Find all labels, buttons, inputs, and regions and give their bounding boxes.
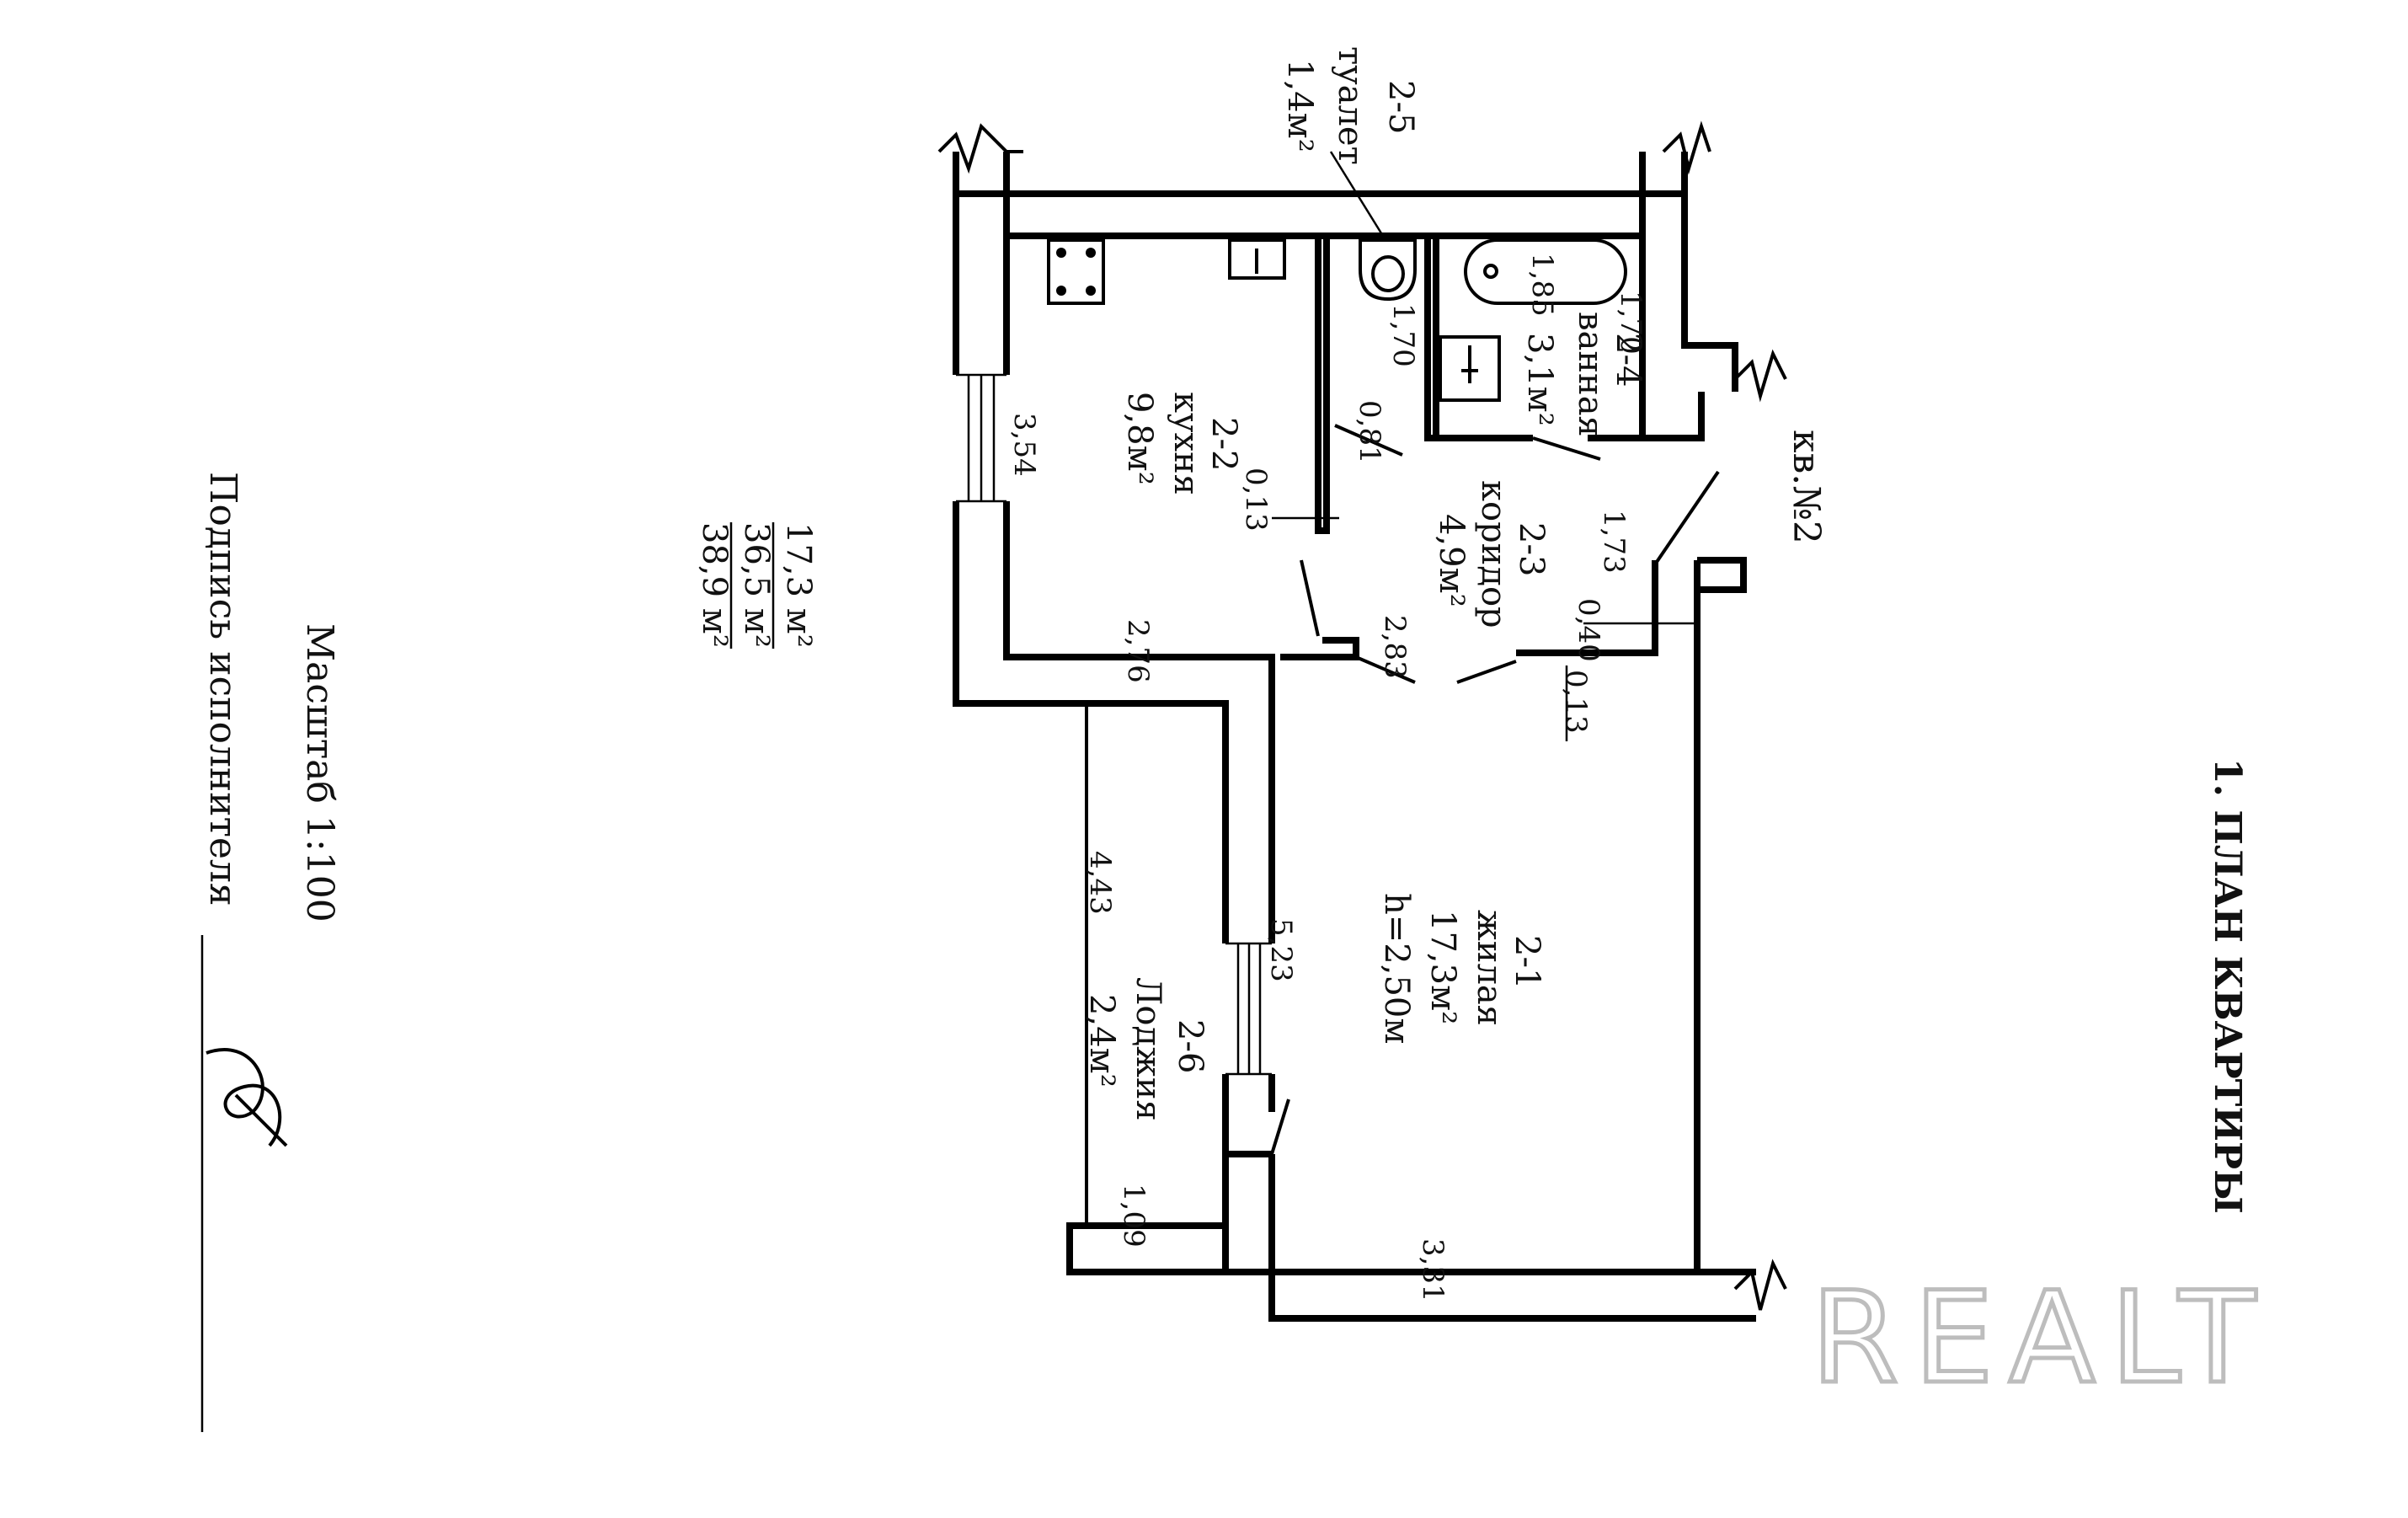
- loggia-id: 2-6: [1171, 1019, 1209, 1073]
- living-id: 2-1: [1508, 935, 1546, 989]
- area-total-full: 38,9 м²: [695, 522, 734, 648]
- toilet-fixture: [1359, 238, 1417, 302]
- kitchen-depth-dim: 3,54: [1007, 413, 1041, 477]
- wall-offset-dim: 0,40: [1572, 598, 1605, 662]
- toilet-name: туалет: [1331, 46, 1370, 165]
- living-area: 17,3м²: [1423, 910, 1462, 1024]
- plan-title-rotated: 1. ПЛАН КВАРТИРЫ: [2206, 758, 2249, 1214]
- partition-dim: 0,13: [1239, 468, 1273, 532]
- area-total-main: 36,5 м²: [737, 522, 776, 648]
- kitchen-area: 9,8м²: [1120, 392, 1159, 485]
- loggia-length-dim: 4,43: [1083, 851, 1117, 915]
- exterior-walls: [953, 152, 1756, 1322]
- apartment-label: кв.№2: [1785, 430, 1828, 544]
- bath-area: 3,1м²: [1520, 333, 1559, 426]
- kitchen-name: кухня: [1167, 392, 1205, 495]
- living-height: h=2,50м: [1377, 893, 1416, 1044]
- corridor-id: 2-3: [1512, 522, 1551, 576]
- loggia-area: 2,4м²: [1082, 994, 1121, 1088]
- bath-width-dim: 1,70: [1614, 291, 1647, 355]
- watermark: REALT: [1811, 1265, 2271, 1412]
- living-length-dim: 5,23: [1264, 918, 1298, 982]
- kitchen-stove: [1047, 238, 1105, 305]
- wc-depth-dim: 0,81: [1353, 400, 1386, 464]
- kitchen-width-dim: 2,76: [1121, 619, 1155, 683]
- living-width-dim: 3,31: [1416, 1238, 1450, 1302]
- signature-label: Подпись исполнителя: [201, 472, 244, 906]
- door-wall-dim: 0,13: [1559, 670, 1593, 734]
- bath-id: 2-4: [1609, 333, 1647, 387]
- toilet-leader: [1329, 151, 1387, 241]
- doors: [1270, 424, 1720, 1155]
- wall-break-markers: [937, 120, 1787, 1311]
- bath-length-dim: 1,85: [1525, 253, 1559, 317]
- toilet-area: 1,4м²: [1280, 59, 1319, 152]
- kitchen-id: 2-2: [1204, 417, 1243, 471]
- corridor-width-dim: 2,83: [1378, 615, 1412, 679]
- bath-name: ванная: [1571, 312, 1610, 437]
- bathroom-sink: [1439, 335, 1501, 402]
- partitions: [1280, 236, 1642, 660]
- kitchen-sink: [1228, 238, 1286, 280]
- toilet-id: 2-5: [1381, 80, 1420, 134]
- signature-scribble: [206, 1048, 288, 1147]
- area-totals: 17,3 м² 36,5 м² 38,9 м²: [695, 522, 818, 649]
- scale-label: Масштаб 1:100: [298, 623, 341, 922]
- room-labels: 2-5 туалет 1,4м² 2-4 ванная 3,1м² 2-2 ку…: [1082, 46, 1647, 1121]
- living-name: жилая: [1470, 910, 1508, 1026]
- wc-width-dim: 1,70: [1386, 303, 1420, 367]
- loggia-name: Лоджия: [1129, 977, 1167, 1121]
- corridor-length-dim: 1,73: [1597, 510, 1631, 574]
- area-total-living: 17,3 м²: [779, 522, 818, 648]
- dimension-labels: 1,85 1,70 1,70 0,81 0,13 3,54 2,76 2,83 …: [1007, 253, 1647, 1302]
- loggia-width-dim: 1,09: [1117, 1184, 1151, 1248]
- corridor-area: 4,9м²: [1432, 514, 1471, 607]
- corridor-name: коридор: [1474, 480, 1513, 628]
- bathtub: [1464, 238, 1627, 305]
